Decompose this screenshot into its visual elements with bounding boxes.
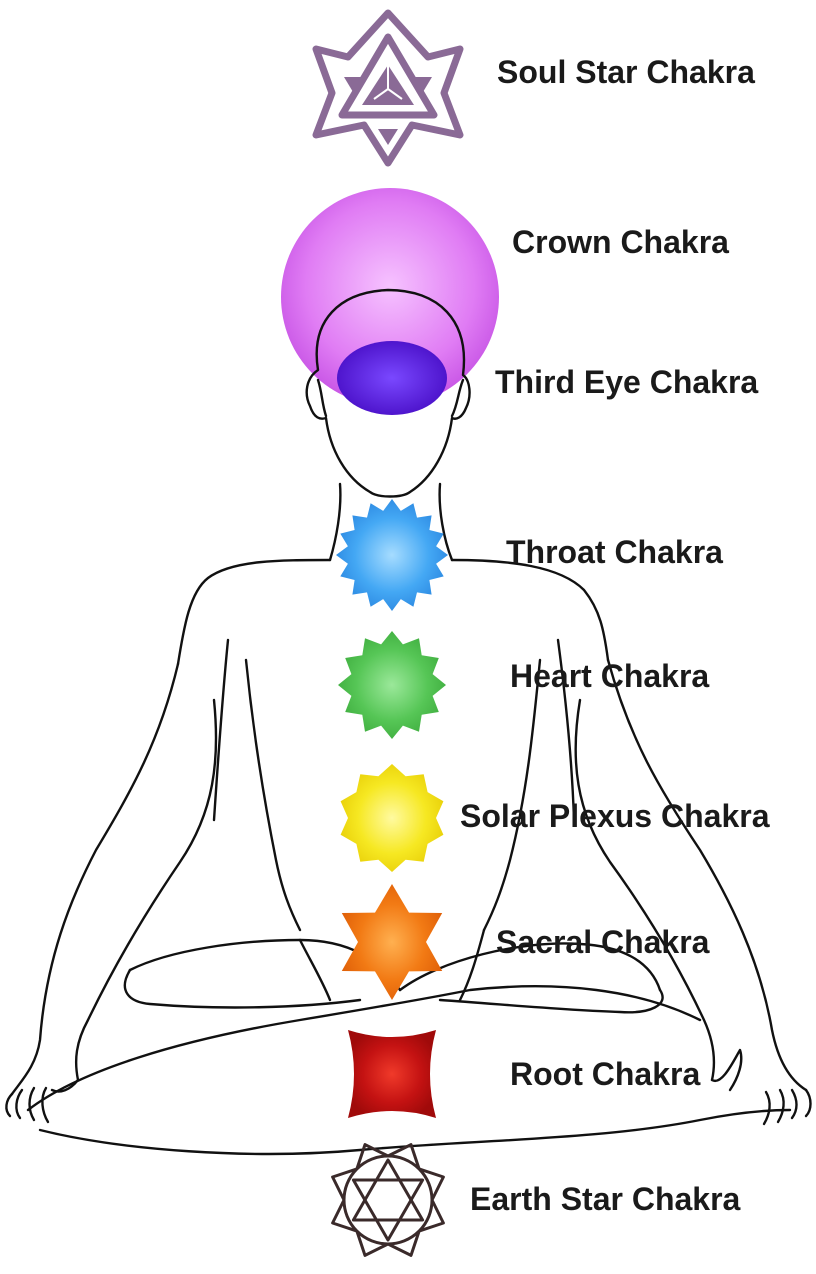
throat-chakra-star	[336, 499, 448, 611]
third-eye-chakra-oval	[337, 341, 447, 415]
meditating-person-outline-icon	[5, 288, 812, 1156]
crown-chakra-circle	[281, 188, 499, 406]
throat-chakra-label: Throat Chakra	[506, 534, 723, 570]
earth-star-chakra-symbol	[331, 1143, 445, 1257]
solar-plexus-chakra-label: Solar Plexus Chakra	[460, 798, 770, 834]
root-chakra-square	[348, 1030, 436, 1118]
sacral-chakra-label: Sacral Chakra	[496, 924, 710, 960]
heart-chakra-label: Heart Chakra	[510, 658, 710, 694]
soul-star-chakra-label: Soul Star Chakra	[497, 54, 755, 90]
solar-plexus-chakra-star	[340, 764, 444, 872]
earth-star-chakra-label: Earth Star Chakra	[470, 1181, 741, 1217]
third-eye-chakra-label: Third Eye Chakra	[495, 364, 759, 400]
root-chakra-label: Root Chakra	[510, 1056, 701, 1092]
soul-star-chakra-symbol	[312, 9, 464, 167]
sacral-chakra-star	[341, 884, 443, 1000]
heart-chakra-star	[338, 631, 446, 739]
crown-chakra-label: Crown Chakra	[512, 224, 729, 260]
